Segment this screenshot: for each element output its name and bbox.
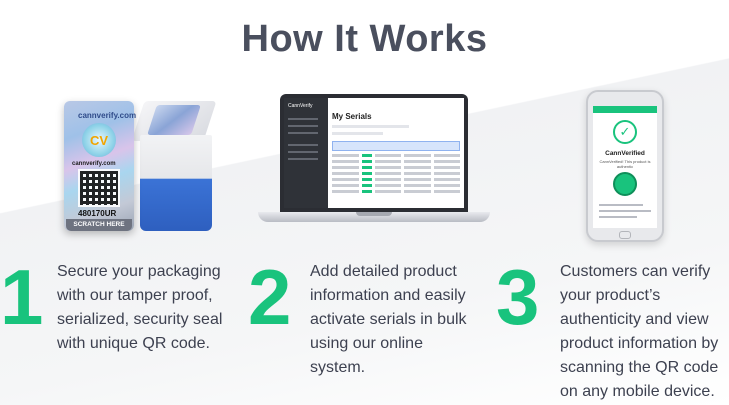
seal-serial: 480170UR <box>78 209 117 218</box>
sidebar-nav-item <box>288 132 318 134</box>
table-row <box>332 166 460 169</box>
sidebar-nav-item <box>288 151 318 153</box>
phone-screen: ✓ CannVerified CannVerified! This produc… <box>593 106 657 228</box>
phone-seal-icon <box>613 172 637 196</box>
table-row <box>332 178 460 181</box>
security-seal-illustration: cannverify.com CV cannverify.com 480170U… <box>60 95 220 235</box>
dashboard-main: My Serials <box>332 104 460 193</box>
sidebar-nav-item <box>288 158 318 160</box>
step-number: 1 <box>0 253 44 341</box>
dashboard-toolbar <box>332 125 409 128</box>
phone-frame: ✓ CannVerified CannVerified! This produc… <box>586 90 664 242</box>
phone-detail-line <box>599 204 643 206</box>
phone-brand: CannVerified <box>605 150 645 157</box>
laptop-notch <box>356 212 392 216</box>
step-description: Add detailed product information and eas… <box>310 263 467 376</box>
phone-home-button <box>619 231 631 239</box>
page-title: How It Works <box>241 18 488 60</box>
hologram-seal: cannverify.com CV cannverify.com 480170U… <box>64 101 137 231</box>
dashboard-app-name: CannVerify <box>288 103 313 109</box>
seal-badge-icon: CV <box>82 123 116 157</box>
table-row <box>332 172 460 175</box>
seal-site: cannverify.com <box>72 161 116 167</box>
box-front <box>140 135 212 231</box>
table-row <box>332 160 460 163</box>
phone-detail-line <box>599 216 637 218</box>
check-icon: ✓ <box>613 120 637 144</box>
sidebar-nav-item <box>288 144 318 146</box>
step-number: 2 <box>248 253 292 341</box>
laptop-dashboard-illustration: CannVerify My Serials <box>258 94 490 228</box>
sidebar-nav-item <box>288 118 318 120</box>
step-number: 3 <box>496 253 540 341</box>
seal-brand: cannverify.com <box>78 111 137 120</box>
dashboard-sidebar: CannVerify <box>284 98 328 208</box>
table-row <box>332 184 460 187</box>
step-description: Secure your packaging with our tamper pr… <box>57 263 223 352</box>
qr-code-icon <box>78 169 120 207</box>
table-row <box>332 190 460 193</box>
seal-badge-letters: CV <box>89 132 109 148</box>
dashboard-filter <box>332 132 384 135</box>
phone-header <box>593 106 657 113</box>
phone-subtitle: CannVerified! This product is authentic <box>599 159 651 169</box>
table-row <box>332 154 460 157</box>
laptop-base <box>258 212 490 222</box>
dashboard-info-banner <box>332 141 460 151</box>
phone-detail-line <box>599 210 651 212</box>
step-description: Customers can verify your product’s auth… <box>560 263 719 400</box>
dashboard-title: My Serials <box>332 112 372 121</box>
phone-verification-illustration: ✓ CannVerified CannVerified! This produc… <box>586 90 664 242</box>
laptop-screen: CannVerify My Serials <box>280 94 468 212</box>
seal-scratch-label: SCRATCH HERE <box>66 219 132 231</box>
sidebar-nav-item <box>288 125 318 127</box>
dashboard-screen: CannVerify My Serials <box>284 98 464 208</box>
